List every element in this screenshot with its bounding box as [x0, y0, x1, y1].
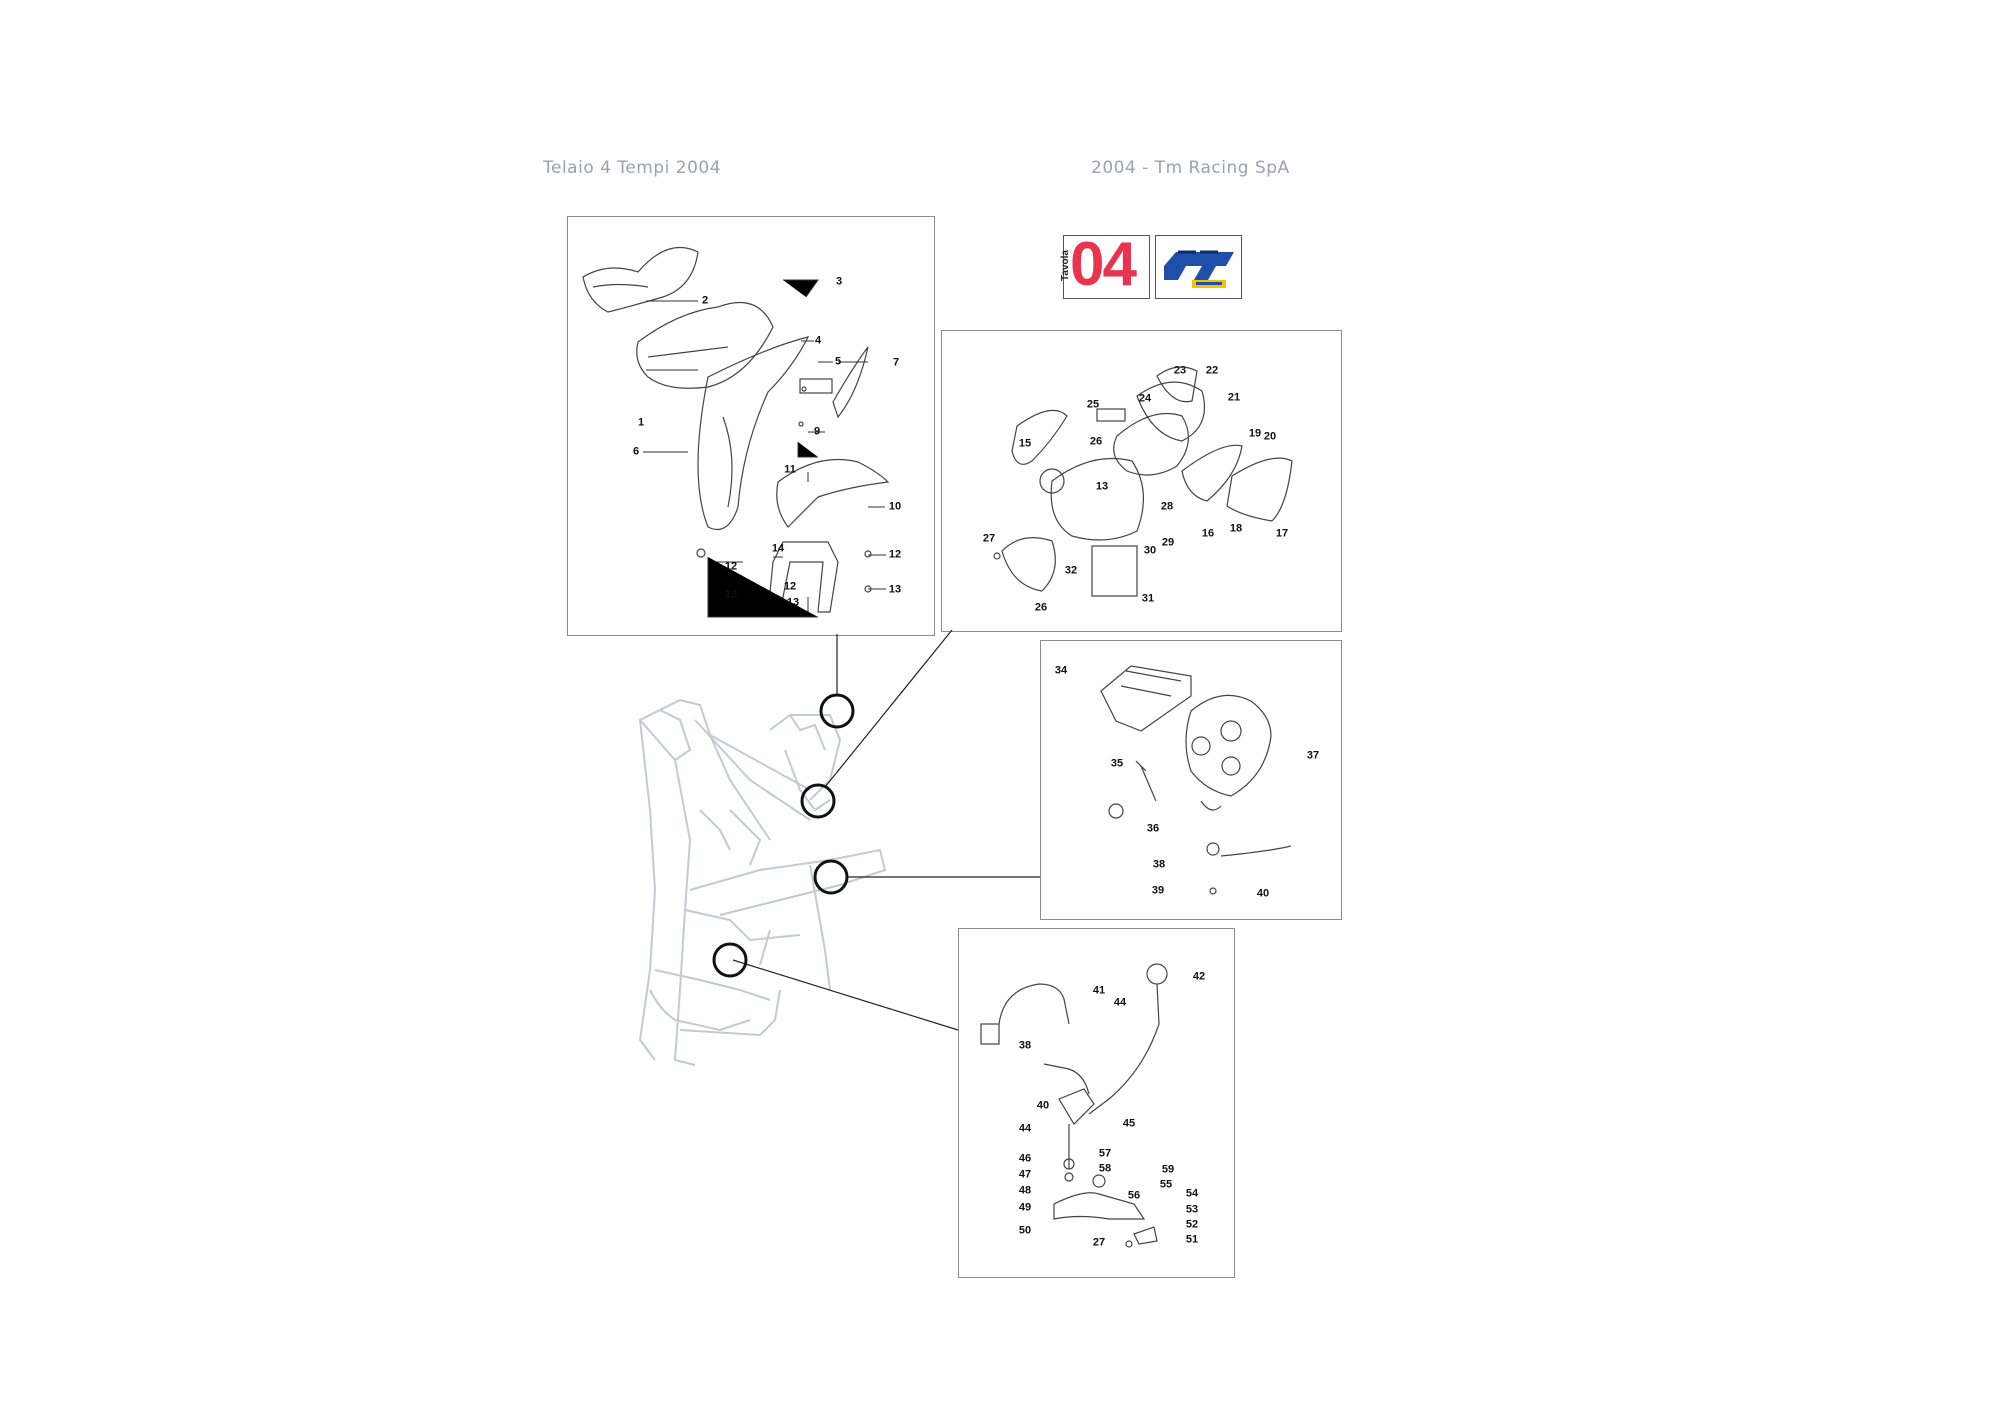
airbox-panel: 15 16 17 18 19 20 21 22 23 24 25 26 13 2… [941, 330, 1342, 632]
part-label: 28 [1160, 500, 1174, 513]
seat-mudguard-drawing [582, 246, 890, 618]
part-label: 37 [1306, 749, 1320, 762]
part-label: 48 [1018, 1184, 1032, 1197]
part-label: 46 [1018, 1152, 1032, 1165]
part-label: 57 [1098, 1147, 1112, 1160]
motorcycle-frame-drawing [638, 698, 887, 1066]
part-label: 40 [1036, 1099, 1050, 1112]
part-label: 9 [813, 425, 821, 438]
part-label: 16 [1201, 527, 1215, 540]
part-label: 10 [888, 500, 902, 513]
part-label: 55 [1159, 1178, 1173, 1191]
part-label: 41 [1092, 984, 1106, 997]
part-label: 2 [701, 294, 709, 307]
part-label: 26 [1034, 601, 1048, 614]
airbox-drawing [993, 366, 1293, 597]
part-label: 49 [1018, 1201, 1032, 1214]
part-label: 24 [1138, 392, 1152, 405]
part-label: 6 [632, 445, 640, 458]
part-label: 44 [1113, 996, 1127, 1009]
part-label: 52 [1185, 1218, 1199, 1231]
document-right-title: 2004 - Tm Racing SpA [1091, 158, 1290, 178]
part-label: 13 [888, 583, 902, 596]
brake-caliper-drawing [1100, 665, 1292, 895]
part-label: 35 [1110, 757, 1124, 770]
rear-brake-pedal-drawing [980, 963, 1168, 1248]
part-label: 31 [1141, 592, 1155, 605]
part-label: 56 [1127, 1189, 1141, 1202]
part-label: 27 [982, 532, 996, 545]
part-label: 3 [835, 275, 843, 288]
part-label: 4 [814, 334, 822, 347]
part-label: 13 [724, 588, 738, 601]
tm-racing-logo-icon [1155, 235, 1242, 299]
part-label: 21 [1227, 391, 1241, 404]
part-label: 29 [1161, 536, 1175, 549]
part-label: 25 [1086, 398, 1100, 411]
part-label: 15 [1018, 437, 1032, 450]
part-label: 58 [1098, 1162, 1112, 1175]
part-label: 32 [1064, 564, 1078, 577]
part-label: 12 [888, 548, 902, 561]
part-label: 54 [1185, 1187, 1199, 1200]
part-label: 17 [1275, 527, 1289, 540]
part-label: 1 [637, 416, 645, 429]
part-label: 23 [1173, 364, 1187, 377]
part-label: 53 [1185, 1203, 1199, 1216]
part-label: 12 [724, 560, 738, 573]
part-label: 36 [1146, 822, 1160, 835]
tavola-number: 04 [1070, 230, 1137, 299]
part-label: 5 [834, 355, 842, 368]
part-label: 45 [1122, 1117, 1136, 1130]
part-label: 50 [1018, 1224, 1032, 1237]
part-label: 26 [1089, 435, 1103, 448]
part-label: 39 [1151, 884, 1165, 897]
part-label: 38 [1152, 858, 1166, 871]
part-label: 18 [1229, 522, 1243, 535]
part-label: 27 [1092, 1236, 1106, 1249]
part-label: 14 [771, 542, 785, 555]
callout-circle-caliper [813, 859, 849, 895]
part-label: 42 [1192, 970, 1206, 983]
tavola-badge: Tavola 04 [1060, 230, 1150, 299]
seat-mudguard-panel: 2 1 3 4 5 6 7 9 10 11 12 13 14 12 12 13 … [567, 216, 935, 636]
callout-circle-seat [819, 693, 855, 729]
rear-brake-pedal-panel: 41 42 44 38 40 45 44 46 47 48 49 50 57 5… [958, 928, 1235, 1278]
part-label: 30 [1143, 544, 1157, 557]
callout-circle-pedal [712, 942, 748, 978]
document-left-title: Telaio 4 Tempi 2004 [543, 158, 722, 178]
part-label: 7 [892, 356, 900, 369]
part-label: 38 [1018, 1039, 1032, 1052]
part-label: 44 [1018, 1122, 1032, 1135]
part-label: 34 [1054, 664, 1068, 677]
part-label: 22 [1205, 364, 1219, 377]
part-label: 20 [1263, 430, 1277, 443]
callout-circle-airbox [800, 783, 836, 819]
part-label: 13 [786, 596, 800, 609]
part-label: 11 [784, 463, 796, 476]
brake-caliper-panel: 34 35 36 37 38 39 40 [1040, 640, 1342, 920]
part-label: 47 [1018, 1168, 1032, 1181]
part-label: 40 [1256, 887, 1270, 900]
part-label: 13 [1095, 480, 1109, 493]
part-label: 12 [783, 580, 797, 593]
part-label: 51 [1185, 1233, 1199, 1246]
part-label: 19 [1248, 427, 1262, 440]
part-label: 59 [1161, 1163, 1175, 1176]
